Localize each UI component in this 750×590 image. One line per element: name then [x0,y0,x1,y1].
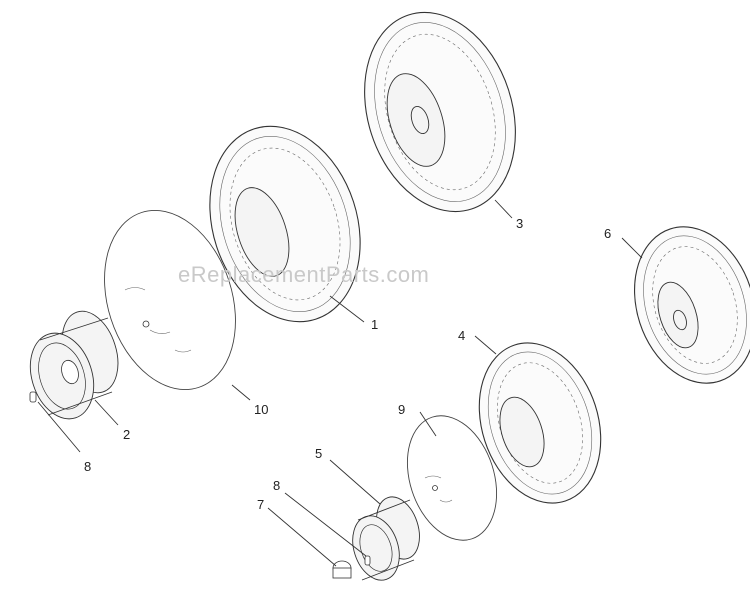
callout-label: 10 [254,402,268,417]
callout-label: 5 [315,446,322,461]
wheel-rim-part-2 [29,310,119,420]
liner-disc-part-9 [406,415,498,541]
tire-part-6 [634,226,750,384]
bearing-part-7 [332,560,352,579]
wheel-rim-part-5 [352,496,420,581]
tire-part-1 [209,125,361,323]
tire-part-3 [364,11,516,213]
callout-label: 9 [398,402,405,417]
callout-label: 3 [516,216,523,231]
callout-label: 6 [604,226,611,241]
valve-stem-part-8-lower [364,555,371,566]
callout-label: 2 [123,427,130,442]
leader-lines [37,199,643,567]
liner-disc-part-10 [104,209,236,391]
callout-label: 8 [84,459,91,474]
callout-label: 4 [458,328,465,343]
callout-label: 8 [273,478,280,493]
valve-stem-part-8-left [29,391,37,403]
callout-label: 1 [371,317,378,332]
watermark-text: eReplacementParts.com [178,262,429,287]
callout-label: 7 [257,497,264,512]
tire-part-4 [478,342,602,504]
